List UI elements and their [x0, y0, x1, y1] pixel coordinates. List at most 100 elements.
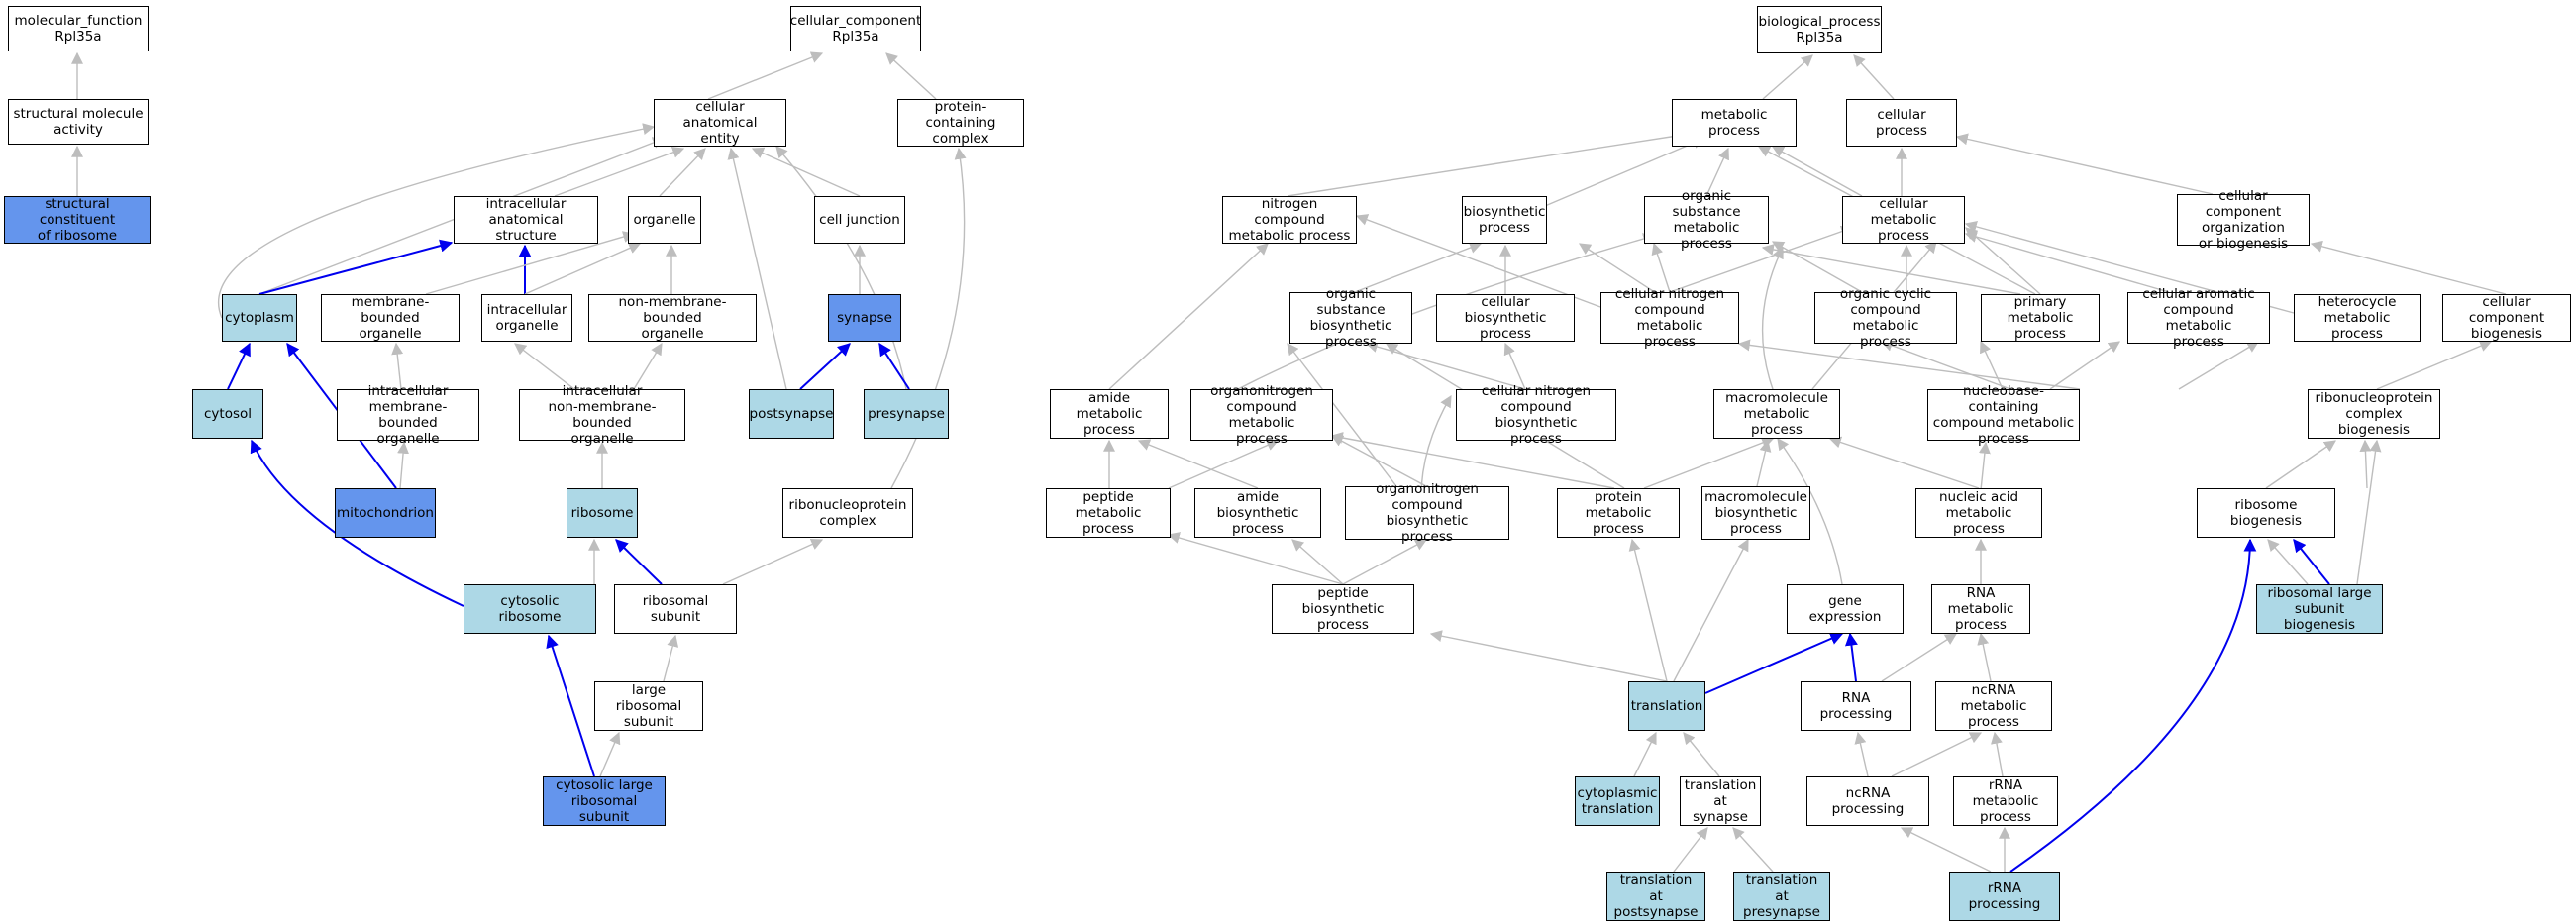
node-presynapse[interactable]: presynapse: [864, 389, 949, 439]
node-structural-constituent-of-ribosome[interactable]: structural constituent of ribosome: [4, 196, 151, 244]
node-cytosolic-ribosome[interactable]: cytosolic ribosome: [464, 584, 596, 634]
node-peptide-biosynthetic-process[interactable]: peptide biosynthetic process: [1272, 584, 1414, 634]
node-mitochondrion[interactable]: mitochondrion: [335, 488, 436, 538]
node-protein-containing-complex[interactable]: protein-containing complex: [897, 99, 1024, 147]
edge: [391, 342, 404, 390]
node-rrna-processing[interactable]: rRNA processing: [1949, 872, 2060, 921]
node-biological-process-root[interactable]: biological_process Rpl35a: [1757, 6, 1882, 53]
edge: [1287, 130, 1686, 197]
node-cellular-aromatic-compound-metabolic-process[interactable]: cellular aromatic compound metabolic pro…: [2127, 286, 2270, 350]
node-ribosome-biogenesis[interactable]: ribosome biogenesis: [2197, 488, 2335, 538]
node-organic-substance-biosynthetic-process[interactable]: organic substance biosynthetic process: [1289, 286, 1412, 350]
edge: [1651, 242, 1671, 293]
edge: [663, 634, 679, 682]
node-cellular-metabolic-process[interactable]: cellular metabolic process: [1842, 196, 1965, 244]
node-translation-at-postsynapse[interactable]: translation at postsynapse: [1606, 872, 1705, 921]
highlighted-edge: [2293, 538, 2330, 585]
edge: [1965, 227, 2041, 295]
node-organic-cyclic-compound-metabolic-process[interactable]: organic cyclic compound metabolic proces…: [1814, 286, 1957, 350]
node-membrane-bounded-organelle[interactable]: membrane-bounded organelle: [321, 294, 460, 342]
edge: [1237, 233, 1656, 390]
node-rrna-metabolic-process[interactable]: rRNA metabolic process: [1953, 776, 2058, 826]
edge: [1633, 731, 1657, 777]
node-protein-metabolic-process[interactable]: protein metabolic process: [1557, 488, 1680, 538]
node-cellular-component-root[interactable]: cellular_component Rpl35a: [790, 6, 921, 51]
edge: [1628, 538, 1668, 682]
node-cellular-component-biogenesis[interactable]: cellular component biogenesis: [2442, 294, 2571, 342]
node-primary-metabolic-process[interactable]: primary metabolic process: [1981, 294, 2100, 342]
edge: [514, 343, 575, 390]
node-ribosomal-large-subunit-biogenesis[interactable]: ribosomal large subunit biogenesis: [2256, 584, 2383, 634]
node-cytoplasmic-translation[interactable]: cytoplasmic translation: [1575, 776, 1660, 826]
node-metabolic-process[interactable]: metabolic process: [1672, 99, 1797, 147]
node-cellular-biosynthetic-process[interactable]: cellular biosynthetic process: [1436, 294, 1575, 342]
node-molecular-function-root[interactable]: molecular_function Rpl35a: [8, 6, 149, 51]
node-cellular-nitrogen-compound-metabolic-process[interactable]: cellular nitrogen compound metabolic pro…: [1600, 286, 1739, 350]
node-translation-at-presynapse[interactable]: translation at presynapse: [1733, 872, 1830, 921]
node-rna-metabolic-process[interactable]: RNA metabolic process: [1931, 584, 2030, 634]
edge: [524, 242, 642, 295]
node-ncrna-processing[interactable]: ncRNA processing: [1806, 776, 1929, 826]
node-cellular-anatomical-entity[interactable]: cellular anatomical entity: [654, 99, 786, 147]
edge: [1287, 343, 1397, 487]
highlighted-edge: [799, 343, 851, 390]
node-organonitrogen-compound-biosynthetic-process[interactable]: organonitrogen compound biosynthetic pro…: [1345, 481, 1509, 545]
edge: [1900, 827, 1992, 873]
node-organic-substance-metabolic-process[interactable]: organic substance metabolic process: [1644, 188, 1769, 252]
node-cytosol[interactable]: cytosol: [192, 389, 263, 439]
node-macromolecule-biosynthetic-process[interactable]: macromolecule biosynthetic process: [1701, 486, 1810, 540]
node-organonitrogen-compound-metabolic-process[interactable]: organonitrogen compound metabolic proces…: [1190, 383, 1333, 447]
node-gene-expression[interactable]: gene expression: [1787, 584, 1904, 634]
node-intracellular-organelle[interactable]: intracellular organelle: [481, 294, 572, 342]
highlighted-edge: [1845, 632, 1858, 682]
edge: [1354, 242, 1483, 293]
node-amide-biosynthetic-process[interactable]: amide biosynthetic process: [1194, 488, 1321, 538]
edge: [1355, 214, 1601, 308]
edge: [1980, 340, 2004, 390]
node-intracellular-membrane-bounded-organelle[interactable]: intracellular membrane-bounded organelle: [337, 383, 479, 447]
node-cellular-component-organization-or-biogenesis[interactable]: cellular component organization or bioge…: [2177, 188, 2310, 252]
node-heterocycle-metabolic-process[interactable]: heterocycle metabolic process: [2294, 294, 2421, 342]
node-non-membrane-bounded-organelle[interactable]: non-membrane-bounded organelle: [588, 294, 757, 342]
node-postsynapse[interactable]: postsynapse: [749, 389, 834, 439]
node-structural-molecule-activity[interactable]: structural molecule activity: [8, 99, 149, 145]
node-synapse[interactable]: synapse: [828, 294, 901, 342]
node-ribosomal-subunit[interactable]: ribosomal subunit: [614, 584, 737, 634]
node-peptide-metabolic-process[interactable]: peptide metabolic process: [1046, 488, 1171, 538]
edge: [1955, 133, 2214, 195]
node-nucleic-acid-metabolic-process[interactable]: nucleic acid metabolic process: [1915, 488, 2042, 538]
node-intracellular-non-membrane-bounded-organelle[interactable]: intracellular non-membrane-bounded organ…: [519, 383, 685, 447]
edge: [1737, 339, 2081, 390]
node-intracellular-anatomical-structure[interactable]: intracellular anatomical structure: [454, 196, 598, 244]
edge: [1673, 538, 1749, 682]
node-translation[interactable]: translation: [1628, 681, 1705, 731]
edge: [1503, 342, 1526, 390]
edge: [2376, 340, 2493, 390]
edge: [659, 148, 706, 197]
node-amide-metabolic-process[interactable]: amide metabolic process: [1050, 389, 1169, 439]
node-translation-at-synapse[interactable]: translation at synapse: [1680, 776, 1761, 826]
node-cytoplasm[interactable]: cytoplasm: [222, 294, 297, 342]
node-ribonucleoprotein-complex[interactable]: ribonucleoprotein complex: [782, 488, 913, 538]
edge: [1756, 439, 1772, 487]
edge: [2178, 341, 2260, 390]
edge: [1673, 827, 1708, 873]
node-large-ribosomal-subunit[interactable]: large ribosomal subunit: [594, 681, 703, 731]
node-cytosolic-large-ribosomal-subunit[interactable]: cytosolic large ribosomal subunit: [543, 776, 666, 826]
node-nitrogen-compound-metabolic-process[interactable]: nitrogen compound metabolic process: [1222, 196, 1357, 244]
node-ribonucleoprotein-complex-biogenesis[interactable]: ribonucleoprotein complex biogenesis: [2308, 389, 2440, 439]
edge: [1330, 432, 1615, 489]
node-organelle[interactable]: organelle: [628, 196, 701, 244]
node-cellular-process[interactable]: cellular process: [1846, 99, 1957, 147]
node-biosynthetic-process[interactable]: biosynthetic process: [1462, 196, 1547, 244]
node-rna-processing[interactable]: RNA processing: [1801, 681, 1911, 731]
edge: [1881, 633, 1958, 682]
edge: [1880, 340, 2011, 390]
node-cellular-nitrogen-compound-biosynthetic-process[interactable]: cellular nitrogen compound biosynthetic …: [1456, 383, 1616, 447]
node-macromolecule-metabolic-process[interactable]: macromolecule metabolic process: [1713, 389, 1840, 439]
node-cell-junction[interactable]: cell junction: [814, 196, 905, 244]
node-nucleobase-containing-compound-metabolic-process[interactable]: nucleobase-containing compound metabolic…: [1927, 383, 2080, 447]
node-ncrna-metabolic-process[interactable]: ncRNA metabolic process: [1935, 681, 2052, 731]
node-ribosome[interactable]: ribosome: [567, 488, 638, 538]
